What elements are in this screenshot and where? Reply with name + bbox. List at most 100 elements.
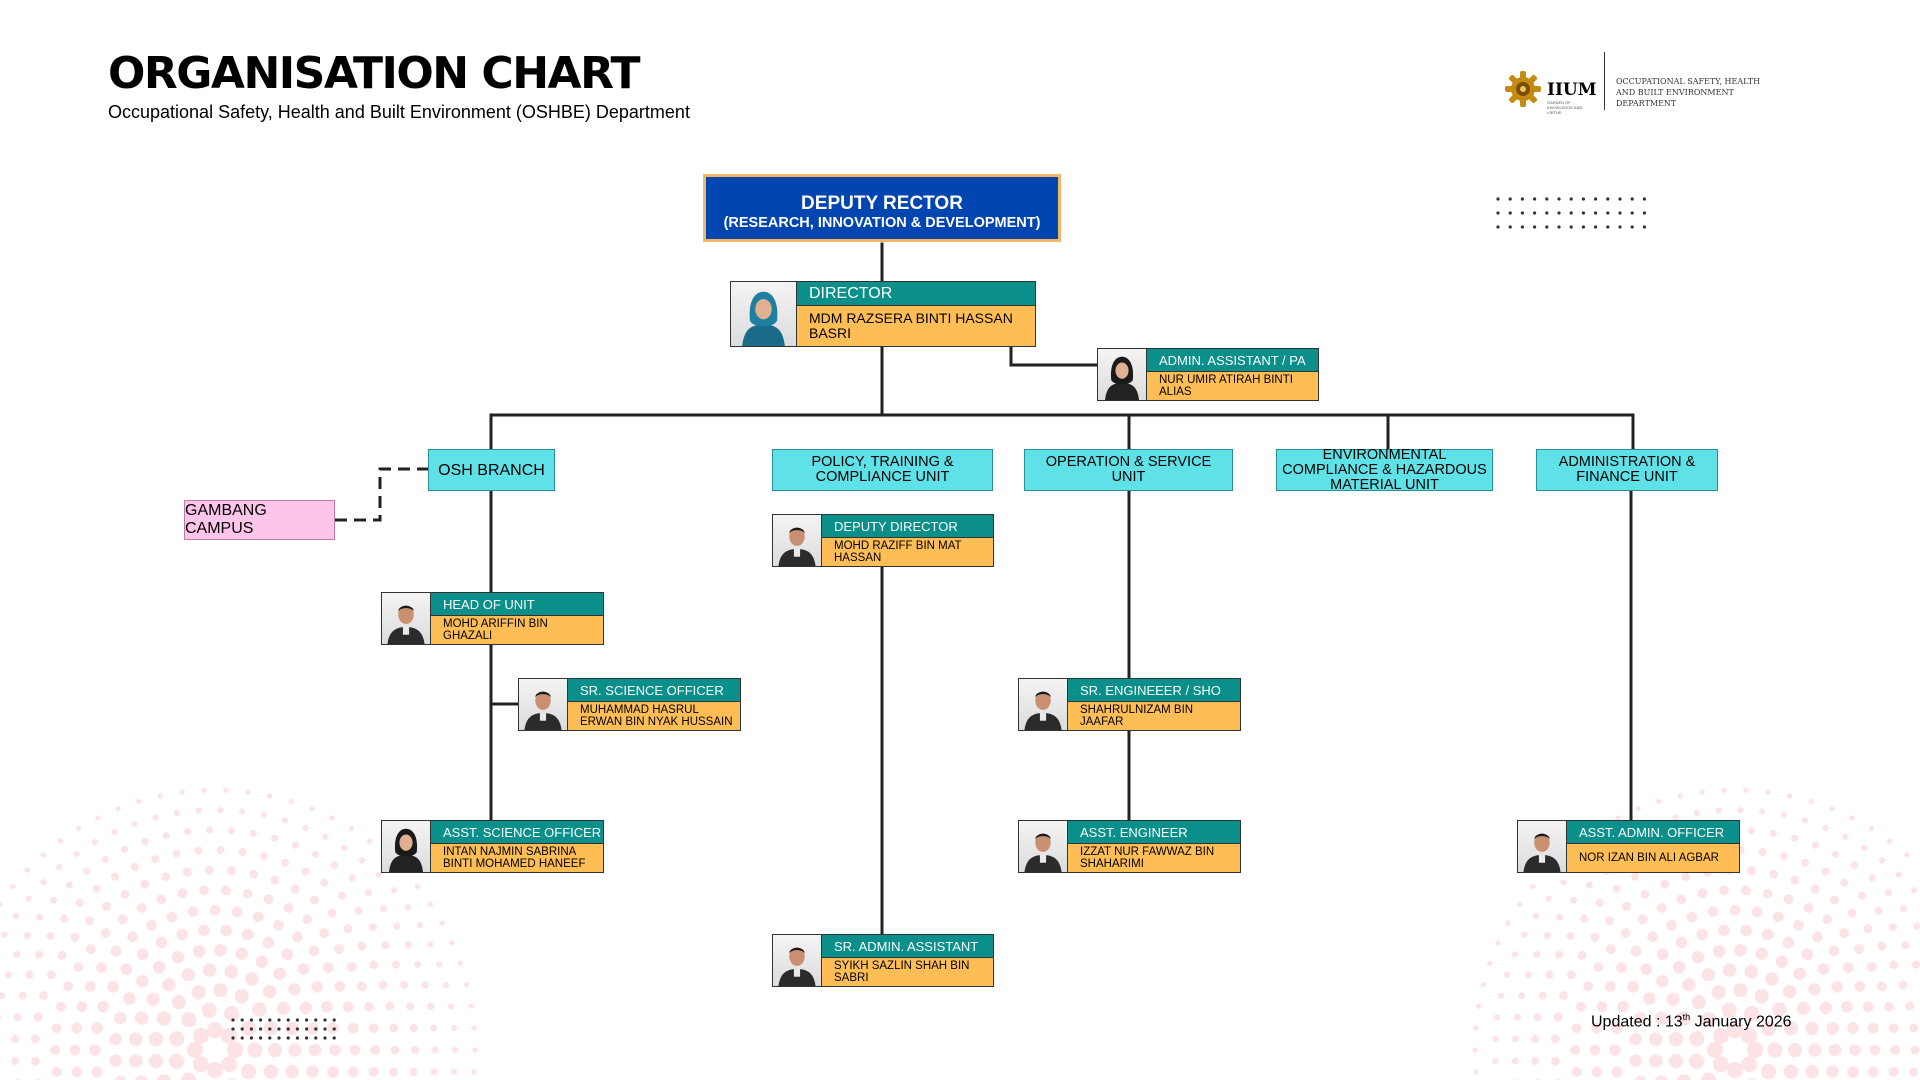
decor-dot: [0, 992, 6, 1000]
decor-dot: [85, 916, 95, 926]
decor-dot: [330, 861, 338, 869]
decor-dot: [302, 914, 313, 925]
decor-dot: [1503, 971, 1511, 978]
decor-dot: [169, 1031, 185, 1047]
decor-dot: [71, 1022, 83, 1034]
page-title: ORGANISATION CHART: [108, 48, 641, 99]
decor-dot: [1761, 1020, 1777, 1036]
decor-dot: [270, 875, 280, 885]
decor-dot: [1656, 948, 1669, 961]
decor-dot: [1605, 944, 1616, 954]
staff-name: MOHD RAZIFF BIN MAT HASSAN: [822, 538, 993, 567]
decor-dot: [1904, 852, 1910, 858]
decor-dot: [56, 1001, 66, 1012]
decor-grid-dot: [286, 1018, 290, 1022]
decor-dot: [1765, 972, 1779, 986]
decor-dot: [120, 889, 130, 899]
decor-dot: [1591, 1066, 1603, 1078]
decor-dot: [389, 1023, 399, 1033]
logo-dept-line: OCCUPATIONAL SAFETY, HEALTH: [1616, 77, 1761, 86]
decor-dot: [65, 881, 73, 889]
decor-dot: [1649, 1054, 1663, 1068]
decor-dot: [349, 1044, 361, 1056]
person-silhouette-icon: [1523, 833, 1561, 872]
decor-dot: [91, 1066, 103, 1078]
decor-dot: [1559, 990, 1568, 1000]
decor-dot: [1570, 896, 1578, 904]
decor-grid-dot: [1618, 211, 1622, 215]
decor-dot: [1780, 811, 1787, 819]
decor-dot: [148, 1053, 164, 1069]
decor-dot: [1765, 789, 1771, 795]
decor-dot: [364, 1001, 374, 1012]
decor-dot: [57, 950, 67, 960]
decor-dot: [1733, 983, 1748, 998]
decor-dot: [368, 1023, 379, 1034]
decor-dot: [1691, 950, 1705, 964]
staff-role: ASST. ADMIN. OFFICER: [1567, 821, 1739, 844]
decor-dot: [334, 944, 345, 954]
decor-dot: [1911, 960, 1920, 969]
decor-dot: [1637, 914, 1648, 925]
person-silhouette-icon: [778, 947, 816, 986]
decor-grid-dot: [323, 1027, 327, 1031]
decor-dot: [299, 1001, 313, 1015]
decor-dot: [1761, 1064, 1777, 1080]
decor-dot: [162, 977, 176, 992]
decor-grid-dot: [295, 1036, 299, 1040]
decor-dot: [1487, 960, 1493, 967]
decor-dot: [1867, 1022, 1879, 1034]
decor-dot: [221, 885, 231, 896]
decor-grid-dot: [231, 1018, 235, 1022]
staff-role: SR. ADMIN. ASSISTANT: [822, 935, 993, 958]
decor-dot: [1858, 891, 1867, 900]
decor-dot: [1801, 948, 1814, 961]
decor-grid-dot: [1520, 225, 1524, 229]
decor-dot: [123, 992, 136, 1005]
staff-name: MOHD ARIFFIN BIN GHAZALI: [431, 616, 603, 645]
decor-dot: [356, 981, 367, 992]
decor-dot: [1842, 962, 1854, 974]
staff-role: ASST. ENGINEER: [1068, 821, 1240, 844]
decor-dot: [1635, 806, 1641, 812]
decor-dot: [342, 1001, 354, 1013]
decor-dot: [1611, 1066, 1623, 1078]
decor-grid-dot: [332, 1036, 336, 1040]
decor-dot: [1782, 984, 1797, 999]
decor-grid-dot: [1618, 225, 1622, 229]
decor-dot: [47, 970, 56, 980]
person-silhouette-icon: [387, 605, 425, 644]
decor-dot: [1545, 895, 1552, 902]
decor-dot: [375, 871, 382, 878]
decor-dot: [0, 1014, 2, 1020]
decor-dot: [71, 1066, 83, 1078]
decor-dot: [1793, 967, 1806, 981]
decor-grid-dot: [249, 1027, 253, 1031]
decor-dot: [1676, 894, 1687, 905]
decor-dot: [1769, 829, 1777, 837]
decor-dot: [1550, 1034, 1560, 1044]
decor-dot: [113, 1011, 127, 1025]
decor-dot: [404, 904, 411, 911]
decor-dot: [224, 964, 238, 979]
decor-dot: [1627, 981, 1639, 993]
decor-dot: [57, 838, 64, 844]
decor-dot: [136, 974, 149, 988]
decor-dot: [1591, 1022, 1603, 1034]
decor-dot: [1754, 989, 1769, 1004]
decor-dot: [468, 1003, 474, 1009]
decor-dot: [1772, 911, 1784, 923]
iium-emblem-icon: [1504, 70, 1542, 108]
decor-dot: [23, 931, 31, 939]
decor-dot: [39, 990, 48, 1000]
staff-role: SR. SCIENCE OFFICER: [568, 679, 740, 702]
decor-dot: [1811, 931, 1823, 943]
decor-dot: [322, 962, 334, 974]
decor-dot: [1796, 1001, 1811, 1016]
decor-dot: [1889, 960, 1899, 970]
decor-dot: [411, 1046, 419, 1054]
decor-dot: [91, 839, 99, 846]
decor-dot: [1769, 869, 1778, 879]
decor-dot: [75, 898, 84, 907]
decor-grid-dot: [268, 1036, 272, 1040]
